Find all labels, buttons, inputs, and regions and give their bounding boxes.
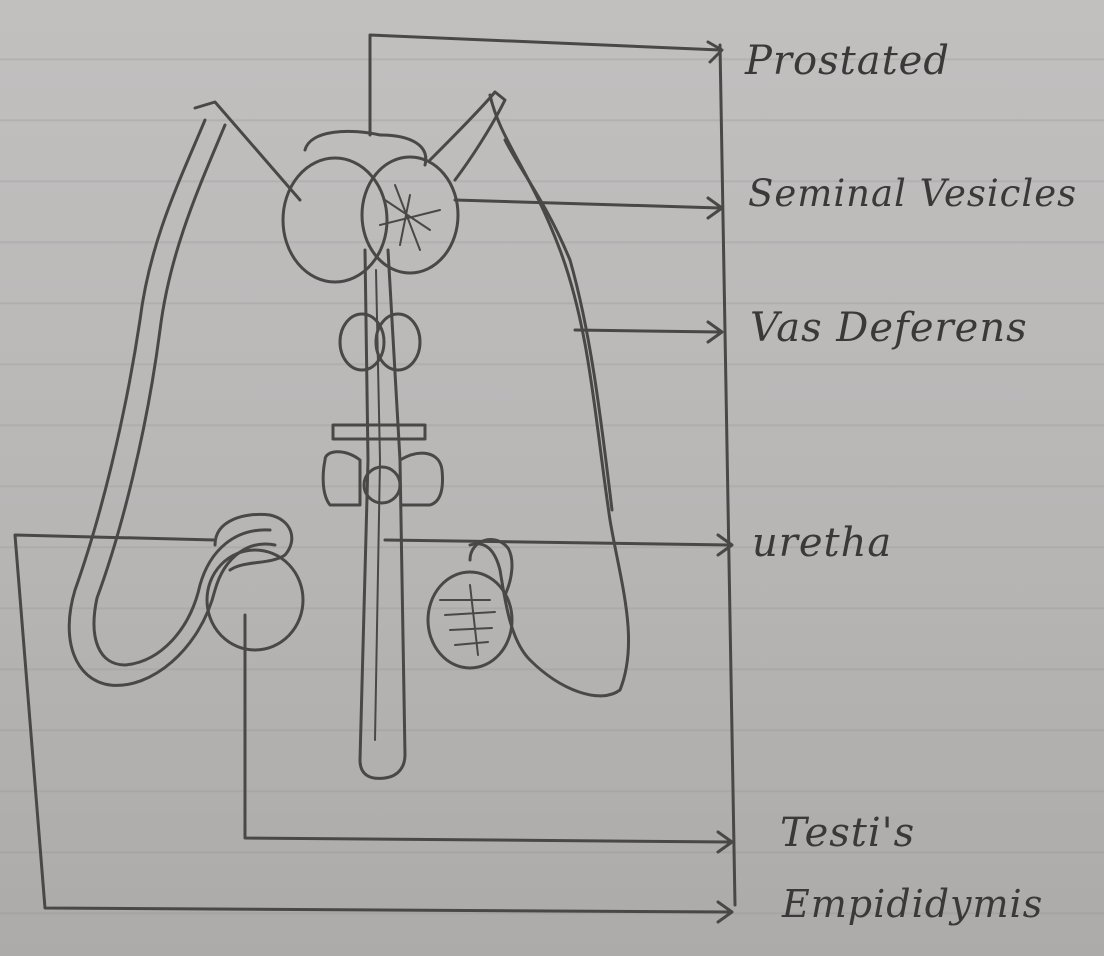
vas-leader bbox=[575, 330, 720, 332]
bulb-center bbox=[364, 467, 400, 503]
left-vas-deferens bbox=[69, 120, 275, 685]
label-divider-line bbox=[720, 45, 735, 905]
right-epididymis bbox=[470, 539, 512, 595]
label-prostate: Prostated bbox=[745, 38, 950, 84]
left-seminal-vesicle bbox=[283, 158, 387, 282]
testis-leader bbox=[245, 615, 730, 842]
label-vas-deferens: Vas Deferens bbox=[750, 305, 1028, 351]
urethra-leader bbox=[385, 540, 730, 545]
left-testis bbox=[207, 550, 303, 650]
seminal-leader bbox=[455, 200, 720, 208]
prostate-leader bbox=[370, 35, 720, 135]
left-tube-top bbox=[195, 102, 300, 200]
right-vesicle-detail bbox=[380, 185, 440, 250]
label-epididymis: Empididymis bbox=[782, 882, 1043, 926]
left-vas-deferens-inner bbox=[94, 125, 270, 665]
label-seminal-vesicle: Seminal Vesicles bbox=[748, 172, 1077, 215]
right-vas-deferens bbox=[470, 95, 629, 696]
bulbourethral-right bbox=[400, 453, 443, 505]
label-urethra: uretha bbox=[752, 520, 892, 566]
bulbourethral-left bbox=[323, 452, 360, 505]
right-testis-detail bbox=[440, 585, 495, 655]
right-vas-deferens-inner bbox=[505, 140, 612, 510]
label-testis: Testi's bbox=[780, 810, 915, 856]
right-seminal-vesicle bbox=[362, 157, 458, 273]
